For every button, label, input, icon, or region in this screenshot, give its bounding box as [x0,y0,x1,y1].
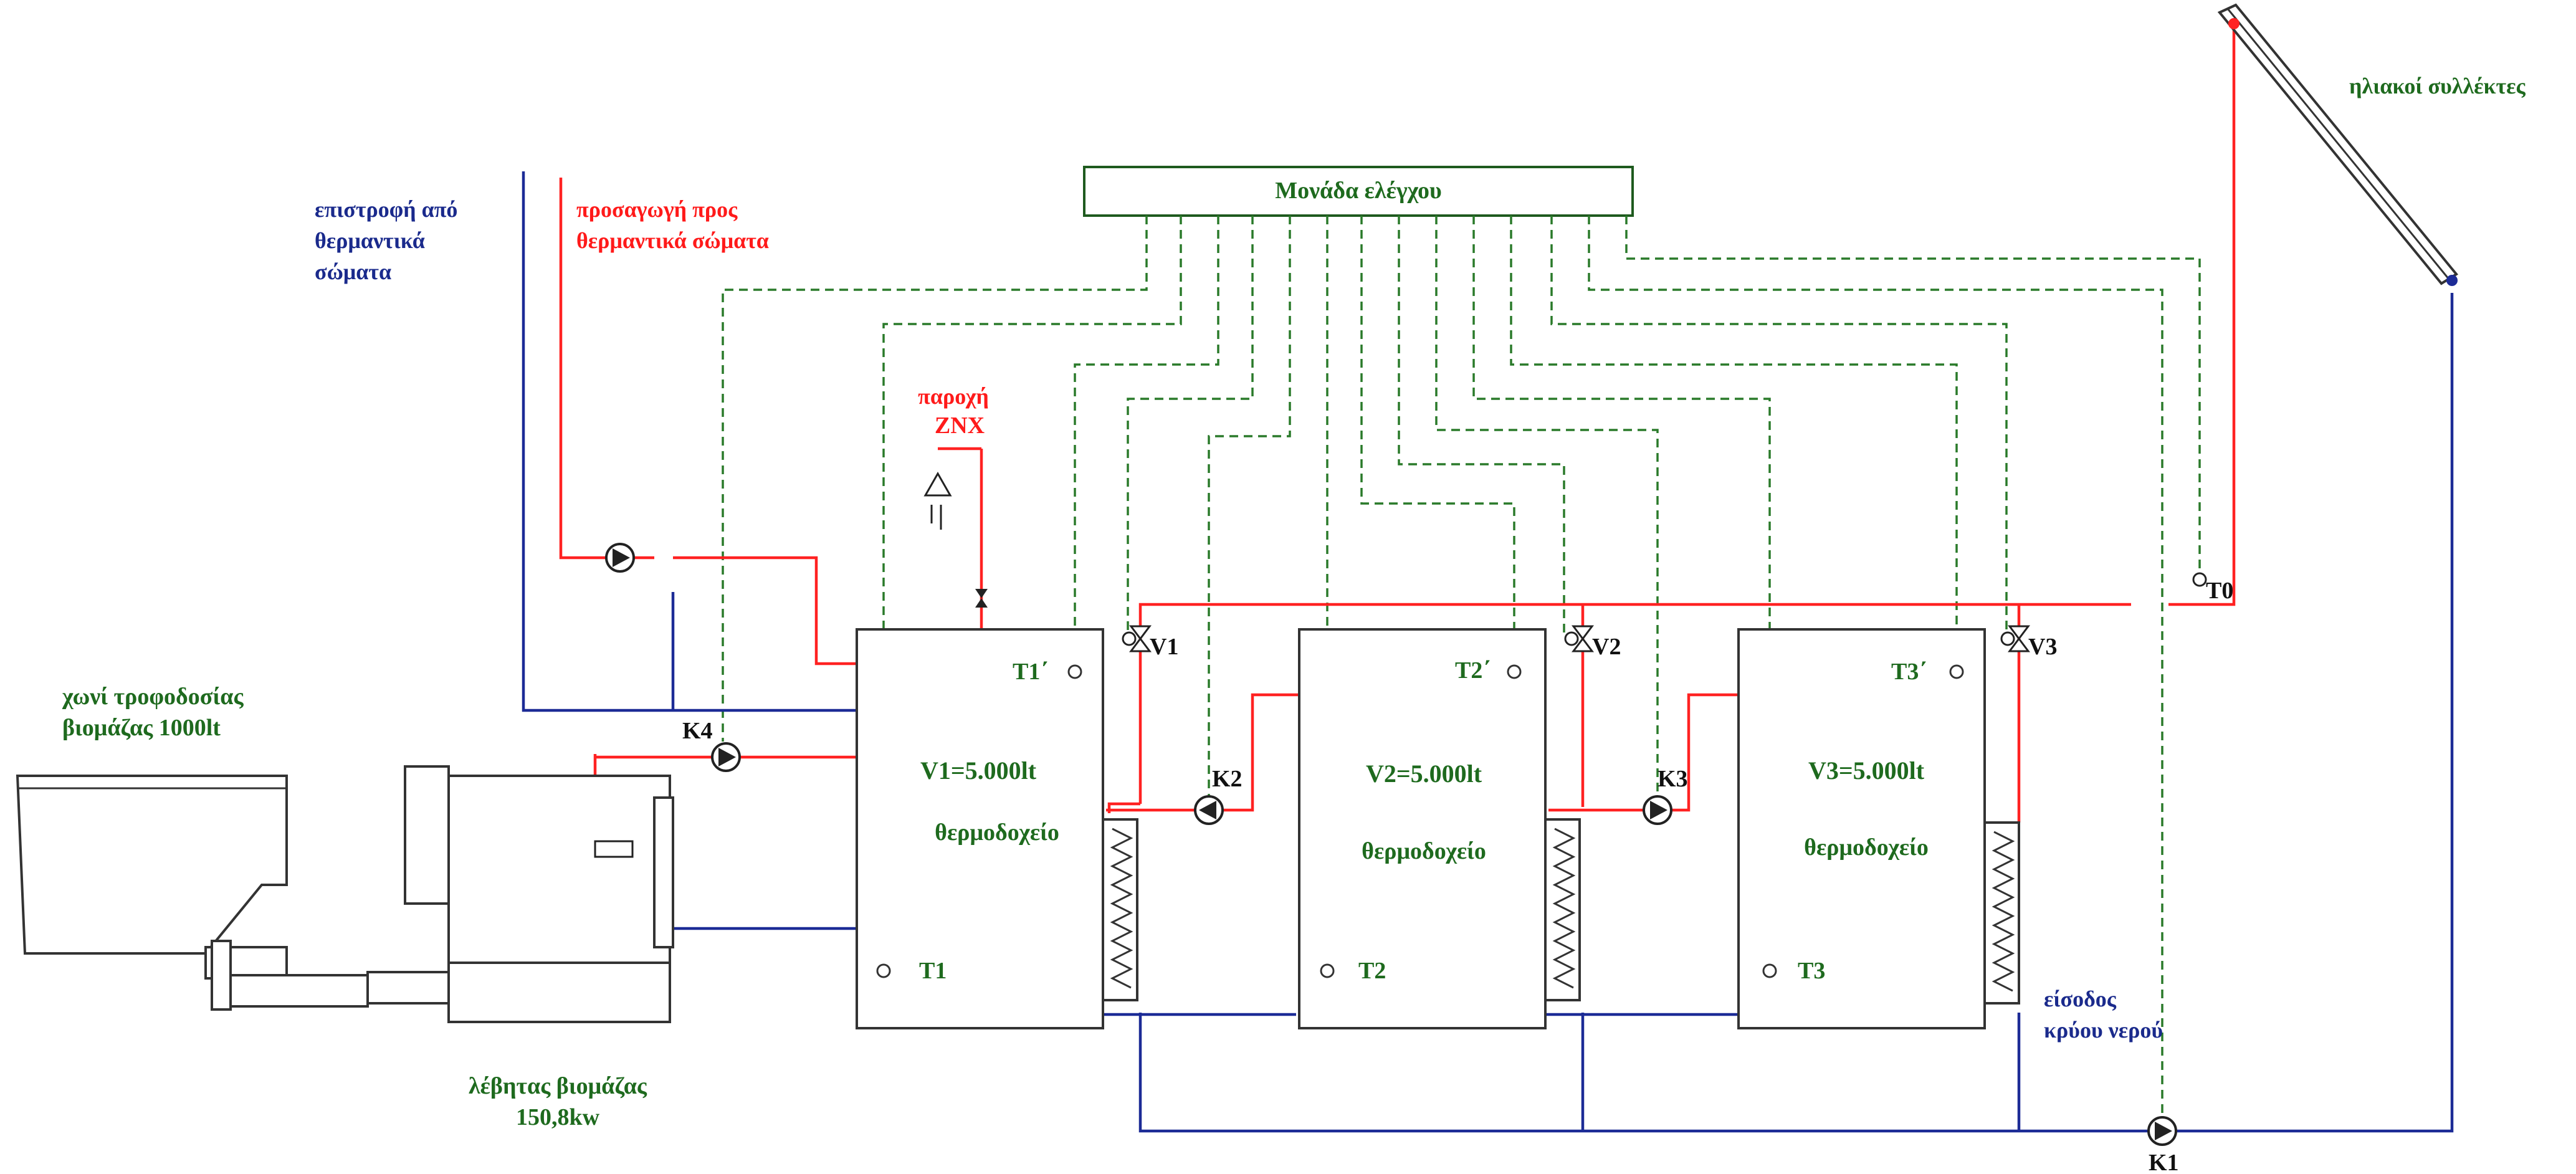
solar-collectors-label: ηλιακοί συλλέκτες [2349,74,2526,98]
return-line-label-2: θερμαντικά [315,228,425,253]
biomass-hopper [16,775,369,1011]
control-unit: Μονάδα ελέγχου [1083,166,1634,217]
pump-k4: K4 [682,718,741,772]
return-line-label-3: σώματα [315,259,391,284]
pump-radiators [605,543,635,573]
tank-v2-title: V2=5.000lt [1366,760,1482,788]
pump-k3-label: K3 [1658,766,1688,792]
tank-v3-title: V3=5.000lt [1808,756,1925,785]
tank-v3-subtitle: θερμοδοχείο [1804,834,1929,861]
hopper-label-2: βιομάζας 1000lt [62,715,221,741]
dhw-label-2: ZNX [935,413,985,439]
tank-v2: V2=5.000lt θερμοδοχείο T2΄ T2 [1298,628,1581,1029]
tank-v1-sensor-top: T1΄ [1013,659,1048,685]
tank-v1-title: V1=5.000lt [920,756,1037,785]
pump-k2: K2 [1194,766,1243,825]
valve-v2-label: V2 [1592,634,1621,660]
supply-line-label-1: προσαγωγή προς [576,197,738,222]
boiler-label-1: λέβητας βιομάζας [469,1073,647,1099]
supply-line-label-2: θερμαντικά σώματα [576,228,769,253]
hopper-label: χωνί τροφοδοσίας βιομάζας 1000lt [62,684,244,741]
dhw-label: παροχή ZNX [918,384,989,439]
control-unit-label: Μονάδα ελέγχου [1275,178,1442,204]
tank-v3-sensor-bottom: T3 [1798,958,1825,984]
pump-k3: K3 [1643,766,1688,825]
valve-v1-label: V1 [1150,634,1178,660]
pump-k1: K1 [2147,1116,2179,1174]
sensor-t0-label: T0 [2206,578,2233,604]
dhw-label-1: παροχή [918,384,989,409]
return-line-label: επιστροφή από θερμαντικά σώματα [315,197,457,284]
biomass-boiler [366,765,674,1023]
tank-v3: V3=5.000lt θερμοδοχείο T3΄ T3 [1737,628,2020,1029]
valve-v3: V3 [2000,625,2057,660]
solar-collector: ηλιακοί συλλέκτες [2217,3,2526,286]
tank-v3-sensor-top: T3΄ [1891,659,1927,685]
cold-inlet-label: είσοδος κρύου νερού [2044,986,2163,1043]
boiler-label-2: 150,8kw [516,1104,600,1130]
valve-v3-label: V3 [2028,634,2057,660]
tank-v2-sensor-top: T2΄ [1455,657,1491,684]
tank-v2-subtitle: θερμοδοχείο [1362,838,1486,864]
pump-k4-label: K4 [682,718,713,744]
tank-v1: V1=5.000lt θερμοδοχείο T1΄ T1 [856,628,1138,1029]
return-line-label-1: επιστροφή από [315,197,457,222]
tank-v1-subtitle: θερμοδοχείο [935,819,1059,846]
sensor-t0: T0 [2192,572,2233,604]
cold-inlet-label-1: είσοδος [2044,986,2117,1011]
pump-k1-label: K1 [2149,1150,2179,1174]
dhw-tap [923,471,988,608]
boiler-label: λέβητας βιομάζας 150,8kw [469,1073,647,1130]
valve-v1: V1 [1122,625,1178,660]
tank-v1-sensor-bottom: T1 [919,958,947,984]
hopper-label-1: χωνί τροφοδοσίας [62,684,244,710]
supply-line-label: προσαγωγή προς θερμαντικά σώματα [576,197,769,253]
valve-v2: V2 [1564,625,1621,660]
cold-inlet-label-2: κρύου νερού [2044,1018,2163,1043]
tank-v2-sensor-bottom: T2 [1358,958,1386,984]
pump-k2-label: K2 [1212,766,1243,792]
